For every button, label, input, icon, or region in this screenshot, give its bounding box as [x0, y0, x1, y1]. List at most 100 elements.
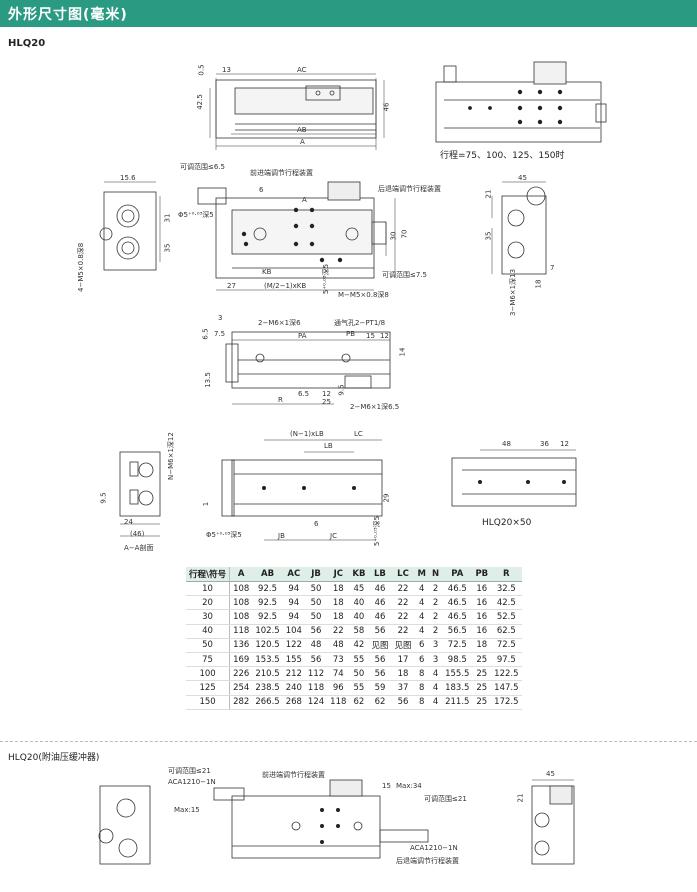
table-cell: 48	[304, 638, 328, 653]
table-header-cell: M	[414, 567, 429, 582]
table-cell: 172.5	[491, 695, 522, 710]
dim-75: 7.5	[214, 330, 226, 338]
table-cell: 56	[368, 652, 392, 668]
table-cell: 58	[349, 624, 369, 639]
dim-13: 13	[222, 66, 231, 74]
dim-35: 35	[163, 243, 172, 253]
table-header-cell: PA	[442, 567, 473, 582]
table-cell: 72.5	[442, 638, 473, 653]
table-header-cell: LB	[368, 567, 392, 582]
dim-14: 14	[398, 347, 407, 357]
dim-3: 3	[218, 314, 223, 322]
table-cell: 2	[428, 581, 443, 597]
dim-95-lower: 9.5	[99, 492, 108, 504]
table-cell: 96	[327, 680, 350, 696]
table-cell: 46.5	[442, 595, 473, 611]
m5-holes: 4−M5×0.8深8	[77, 242, 85, 292]
table-cell: 108	[229, 581, 253, 597]
table-cell: 50	[304, 609, 328, 625]
rear-adj-bottom: 后退端调节行程装置	[396, 857, 459, 865]
table-cell: 94	[282, 609, 305, 625]
table-header-cell: LC	[391, 567, 415, 582]
table-cell: 20	[186, 595, 231, 611]
dim-pb: PB	[346, 330, 356, 338]
dim-12b: 12	[322, 390, 331, 398]
table-cell: 62	[368, 695, 392, 710]
dim-21-bottom: 21	[516, 793, 525, 803]
table-cell: 16	[472, 624, 492, 639]
table-header-cell: PB	[472, 567, 492, 582]
table-cell: 73	[327, 652, 350, 668]
table-cell: 56	[368, 624, 392, 639]
table-cell: 155.5	[442, 666, 473, 682]
table-cell: 112	[304, 666, 328, 682]
table-cell: 18	[472, 638, 492, 653]
table-cell: 125	[186, 680, 231, 696]
dim-29: 29	[382, 493, 391, 503]
table-cell: 108	[229, 609, 253, 625]
table-cell: 4	[428, 666, 443, 682]
table-header-cell: A	[229, 567, 253, 582]
table-cell: 147.5	[491, 680, 522, 696]
table-header-cell: JC	[327, 567, 350, 582]
dim-ac: AC	[297, 66, 307, 74]
table-cell: 282	[229, 695, 253, 710]
dim-18: 18	[534, 279, 543, 289]
table-cell: 150	[186, 695, 231, 710]
table-cell: 18	[327, 595, 350, 611]
adj-range-2: 可调范围≤7.5	[382, 271, 427, 279]
table-cell: 25	[472, 695, 492, 710]
table-header-cell: AB	[252, 567, 283, 582]
dim-46: 46	[382, 102, 391, 112]
dim-5deep5-lower: 5⁺⁰·⁰³深5	[373, 515, 382, 547]
table-cell: 136	[229, 638, 253, 653]
table-cell: 50	[304, 595, 328, 611]
table-cell: 92.5	[252, 581, 283, 597]
table-cell: 3	[428, 638, 443, 653]
adj-range-21b: 可调范围≤21	[424, 795, 467, 803]
section-divider	[0, 741, 697, 742]
dim-70: 70	[400, 229, 409, 239]
dim-jb: JB	[278, 532, 285, 540]
table-cell: 25	[472, 680, 492, 696]
table-cell: 120.5	[252, 638, 283, 653]
table-cell: 32.5	[491, 581, 522, 597]
table-cell: 10	[186, 581, 231, 597]
dim-r: R	[278, 396, 283, 404]
model-label-top: HLQ20	[8, 38, 46, 49]
model-label-bottom: HLQ20(附油压缓冲器)	[8, 753, 100, 763]
stroke-note: 行程=75、100、125、150时	[440, 151, 565, 161]
table-cell: 183.5	[442, 680, 473, 696]
table-header-row: 行程\符号 A AB AC JB JC KB LB LC M N PA PB R	[186, 567, 522, 582]
table-cell: 212	[282, 666, 305, 682]
table-cell: 56	[391, 695, 415, 710]
table-cell: 92.5	[252, 595, 283, 611]
table-cell: 22	[391, 609, 415, 625]
adj-range-21: 可调范围≤21	[168, 767, 211, 775]
table-cell: 2	[428, 609, 443, 625]
table-cell: 22	[391, 581, 415, 597]
dim-ab: AB	[297, 126, 307, 134]
table-cell: 42	[349, 638, 369, 653]
front-adj: 前进端调节行程装置	[250, 169, 313, 177]
dim-425: 42.5	[195, 94, 204, 110]
table-cell: 16	[472, 581, 492, 597]
table-cell: 50	[304, 581, 328, 597]
table-cell: 100	[186, 666, 231, 682]
dim-a-mid: A	[302, 196, 307, 204]
table-cell: 42.5	[491, 595, 522, 611]
table-cell: 2	[428, 595, 443, 611]
table-cell: 22	[327, 624, 350, 639]
table-cell: 18	[327, 609, 350, 625]
dim-15-bottom: 15	[382, 782, 391, 790]
table-cell: 169	[229, 652, 253, 668]
dim-25: 25	[322, 398, 331, 406]
dim-pa: PA	[298, 332, 307, 340]
table-cell: 16	[472, 595, 492, 611]
table-cell: 40	[349, 609, 369, 625]
table-cell: 4	[414, 581, 429, 597]
